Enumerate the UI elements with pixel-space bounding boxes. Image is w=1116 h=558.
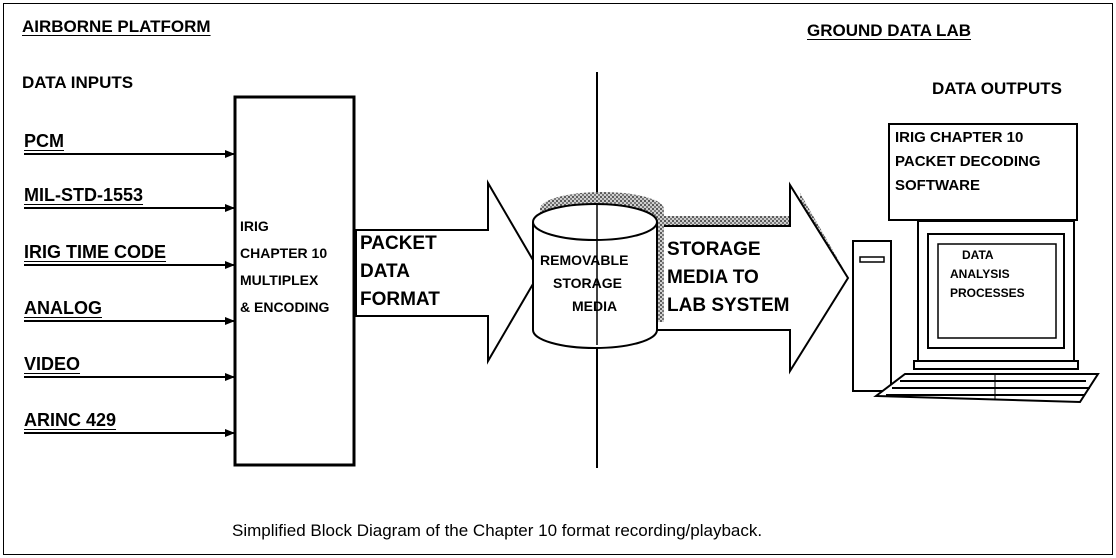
storage-label-line-1: REMOVABLE	[540, 252, 629, 268]
packet-arrow-label-line-3: FORMAT	[360, 289, 440, 310]
storage-label-line-3: MEDIA	[572, 298, 618, 314]
diagram-caption: Simplified Block Diagram of the Chapter …	[232, 521, 763, 540]
removable-storage-cylinder	[532, 203, 658, 349]
multiplexer-label-line-2: CHAPTER 10	[240, 245, 328, 261]
input-label-arinc-429: ARINC 429	[24, 410, 117, 430]
airborne-platform-header: AIRBORNE PLATFORM	[22, 17, 211, 36]
monitor-label-line-1: DATA	[962, 248, 994, 262]
lab-arrow-label-line-2: MEDIA TO	[667, 267, 759, 288]
lab-system-arrow	[649, 181, 850, 375]
multiplexer-label-line-4: & ENCODING	[240, 299, 330, 315]
packet-arrow-label-line-1: PACKET	[360, 233, 437, 254]
input-label-irig-time-code: IRIG TIME CODE	[24, 242, 167, 262]
software-box-line-1: IRIG CHAPTER 10	[895, 129, 1024, 146]
ground-data-lab-header: GROUND DATA LAB	[807, 21, 971, 40]
input-label-video: VIDEO	[24, 354, 81, 374]
input-arrows	[24, 150, 235, 437]
keyboard-icon	[873, 373, 1100, 404]
computer-tower-icon	[852, 240, 892, 392]
input-label-pcm: PCM	[24, 131, 64, 151]
packet-arrow-label-line-2: DATA	[360, 261, 410, 282]
data-inputs-header: DATA INPUTS	[22, 73, 134, 92]
data-outputs-header: DATA OUTPUTS	[932, 79, 1063, 98]
software-box	[888, 123, 1078, 221]
computer-monitor-icon	[913, 220, 1079, 370]
software-box-line-3: SOFTWARE	[895, 177, 980, 194]
monitor-label-line-2: ANALYSIS	[950, 267, 1010, 281]
software-box-line-2: PACKET DECODING	[895, 153, 1041, 170]
monitor-label-line-3: PROCESSES	[950, 286, 1025, 300]
input-label-analog: ANALOG	[24, 298, 102, 318]
multiplexer-label-line-1: IRIG	[240, 218, 269, 234]
lab-arrow-label-line-3: LAB SYSTEM	[667, 295, 790, 316]
multiplexer-block	[233, 95, 356, 467]
multiplexer-label-line-3: MULTIPLEX	[240, 272, 319, 288]
packet-data-format-arrow	[355, 179, 542, 365]
storage-label-line-2: STORAGE	[553, 275, 622, 291]
lab-arrow-label-line-1: STORAGE	[667, 239, 761, 260]
input-label-mil-std-1553: MIL-STD-1553	[24, 185, 144, 205]
